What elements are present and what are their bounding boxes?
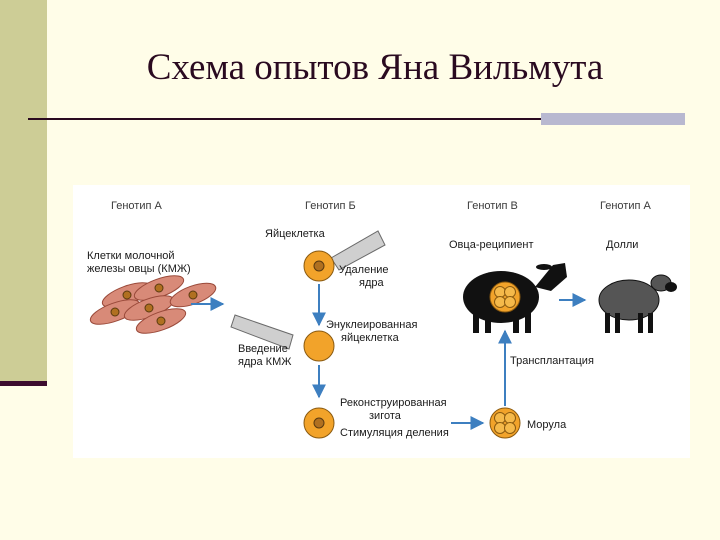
genotype-header-b: Генотип Б <box>305 200 356 212</box>
enucleated-label-line2: яйцеклетка <box>341 332 400 344</box>
title-rule-box <box>649 113 661 125</box>
pipette-removal <box>330 230 386 271</box>
zygote-nucleus <box>313 417 325 429</box>
title-rule-box <box>637 113 649 125</box>
reconstructed-label-line1: Реконструированная <box>340 397 447 409</box>
cloning-diagram: Генотип А Генотип Б Генотип В Генотип А … <box>73 185 690 458</box>
title-rule-box <box>577 113 589 125</box>
recipient-label: Овца-реципиент <box>449 239 534 251</box>
slide-title: Схема опытов Яна Вильмута <box>146 47 604 88</box>
mammary-cells <box>89 275 217 334</box>
genotype-header-a-dolly: Генотип А <box>600 200 651 212</box>
removal-label-line1: Удаление <box>339 264 389 276</box>
transplantation-label: Трансплантация <box>510 355 594 367</box>
title-rule-box <box>601 113 613 125</box>
title-rule-box <box>673 113 685 125</box>
genotype-header-c: Генотип В <box>467 200 518 212</box>
title-rule-box <box>553 113 565 125</box>
egg-nucleus <box>313 260 325 272</box>
title-rule-box <box>565 113 577 125</box>
sidebar-accent-foot <box>0 381 47 386</box>
enucleated-egg <box>303 330 335 362</box>
mammary-cells-label-line1: Клетки молочной <box>87 250 175 262</box>
genotype-header-a: Генотип А <box>111 200 162 212</box>
pipette-insertion <box>230 314 294 350</box>
stimulation-label: Стимуляция деления <box>340 427 449 439</box>
sidebar-accent-bar <box>0 0 47 385</box>
morula-label: Морула <box>527 419 567 431</box>
cloning-diagram-svg: Генотип А Генотип Б Генотип В Генотип А … <box>87 200 677 439</box>
insertion-label-line2: ядра КМЖ <box>238 356 291 368</box>
reconstructed-label-line2: зигота <box>369 410 402 422</box>
dolly-label: Долли <box>606 239 638 251</box>
title-rule-box <box>625 113 637 125</box>
title-rule-box <box>589 113 601 125</box>
title-rule-box <box>661 113 673 125</box>
mammary-cells-label-line2: железы овцы (КМЖ) <box>87 263 191 275</box>
title-rule-box <box>541 113 553 125</box>
morula <box>489 407 521 439</box>
title-underline <box>28 118 542 120</box>
enucleated-label-line1: Энуклеированная <box>326 319 417 331</box>
recipient-sheep <box>463 263 567 333</box>
dolly-sheep <box>598 274 677 333</box>
title-rule-box <box>613 113 625 125</box>
removal-label-line2: ядра <box>359 277 384 289</box>
insertion-label-line1: Введение <box>238 343 288 355</box>
egg-label: Яйцеклетка <box>265 228 326 240</box>
